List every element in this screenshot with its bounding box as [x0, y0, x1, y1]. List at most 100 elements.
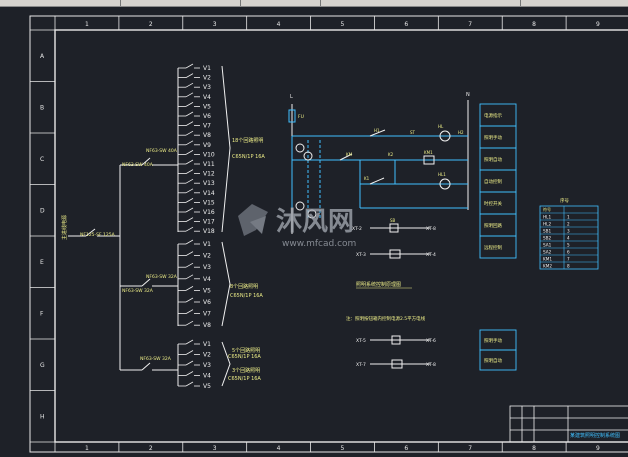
table-cell: 4	[567, 236, 570, 241]
group3-title: 5个回路照明	[232, 347, 260, 354]
column-number: 4	[277, 445, 281, 452]
column-number: 9	[596, 445, 600, 452]
toolbar-segment[interactable]	[0, 0, 121, 6]
group3-spec-2: C65N/1P 16A	[228, 376, 261, 382]
toolbar-segment[interactable]	[240, 0, 321, 6]
breaker-symbol	[185, 262, 194, 268]
column-number: 1	[85, 445, 89, 452]
main-feed-label: 主进线电源	[61, 215, 68, 240]
cad-toolbar-strip	[0, 0, 628, 7]
circuit-label: V8	[203, 132, 211, 139]
legend-label: 远程控制	[484, 244, 502, 251]
title-block	[509, 405, 628, 443]
table-cell: KM1	[543, 257, 552, 262]
column-number: 2	[149, 445, 153, 452]
circuit-label: V2	[203, 352, 211, 359]
xt-left-2: XT-3	[356, 252, 366, 258]
row-letter: F	[40, 310, 44, 317]
column-number: 5	[341, 445, 345, 452]
breaker-symbol	[185, 339, 194, 345]
branch3-breaker-label: NF63-SW 32A	[140, 356, 172, 362]
circuit-label: V4	[203, 373, 211, 380]
tag-hl: HL	[438, 124, 444, 129]
circuit-label: V2	[203, 253, 211, 260]
table-cell: 6	[567, 250, 570, 255]
circuit-label: V1	[203, 65, 211, 72]
table-cell: SB1	[543, 229, 552, 234]
column-number: 8	[532, 21, 536, 28]
main-breaker-label: NF125-SF 125A	[80, 232, 116, 238]
breaker-symbol	[185, 207, 194, 213]
table-cell: KM2	[543, 264, 552, 269]
table-cell: SA2	[543, 250, 552, 255]
tag-km: KM	[346, 152, 353, 157]
table-cell: 2	[567, 222, 570, 227]
circuit-label: V2	[203, 75, 211, 82]
breaker-symbol	[185, 159, 194, 165]
group1-title: 18个回路照明	[232, 137, 263, 144]
column-number: 2	[149, 21, 153, 28]
line-L-label: L	[290, 94, 293, 100]
breaker-symbol	[185, 82, 194, 88]
circuit-label: V6	[203, 299, 211, 306]
legend-box	[479, 349, 517, 371]
group2-title: 8个回路照明	[230, 283, 258, 290]
xt-left-1: XT-2	[352, 226, 362, 232]
circuit-label: V6	[203, 113, 211, 120]
branch2-breaker-label-2: NF63-SW 32A	[122, 288, 154, 294]
branch2-breaker-label: NF63-SW 32A	[146, 274, 178, 280]
xt-left-4: XT-7	[356, 362, 366, 368]
xt-right-1: XT-8	[426, 226, 436, 232]
branch1-breaker-label: NF63-SW 40A	[122, 162, 154, 168]
breaker-symbol	[185, 73, 194, 78]
legend-label: 时控开关	[484, 200, 502, 207]
row-letter: C	[40, 156, 44, 163]
xt-right-2: XT-4	[426, 252, 436, 258]
legend-label: 电源指示	[484, 112, 502, 119]
circuit-label: V12	[203, 171, 215, 178]
breaker-symbol	[185, 239, 194, 245]
breaker-symbol	[185, 178, 194, 184]
breaker-symbol	[185, 320, 194, 326]
circuit-label: V17	[203, 219, 215, 226]
circuit-label: V5	[203, 287, 211, 294]
toolbar-segment[interactable]	[120, 0, 241, 6]
xt-right-4: XT-8	[426, 362, 436, 368]
column-number: 6	[404, 21, 408, 28]
breaker-symbol	[185, 63, 194, 69]
legend-label: 自动控制	[484, 178, 502, 185]
circuit-label: V8	[203, 322, 211, 329]
table-cell: HL1	[543, 215, 551, 220]
table-cell: 5	[567, 243, 570, 248]
circuit-label: V3	[203, 264, 211, 271]
tag-km1: KM1	[424, 150, 433, 155]
table-frame	[539, 205, 599, 270]
table-cell: 3	[567, 229, 570, 234]
breaker-symbol	[185, 350, 194, 355]
column-number: 1	[85, 21, 89, 28]
circuit-label: V4	[203, 94, 211, 101]
circuit-label: V3	[203, 84, 211, 91]
toolbar-segment[interactable]	[320, 0, 521, 6]
row-letter: G	[40, 362, 45, 369]
row-letter: B	[40, 104, 44, 111]
group1-spec: C65N/1P 16A	[232, 154, 265, 160]
table-cell: SA1	[543, 243, 552, 248]
group3-title-2: 3个回路照明	[232, 367, 260, 374]
table-cell: 7	[567, 257, 570, 262]
circuit-label: V7	[203, 311, 211, 318]
column-number: 4	[277, 21, 281, 28]
circuit-label: V3	[203, 362, 211, 369]
breaker-symbol	[185, 217, 194, 222]
circuit-label: V5	[203, 103, 211, 110]
legend-label: 照明自动	[484, 357, 502, 364]
control-schematic	[288, 100, 469, 369]
legend-label: 照明手动	[484, 337, 502, 344]
breaker-symbol	[185, 111, 194, 117]
